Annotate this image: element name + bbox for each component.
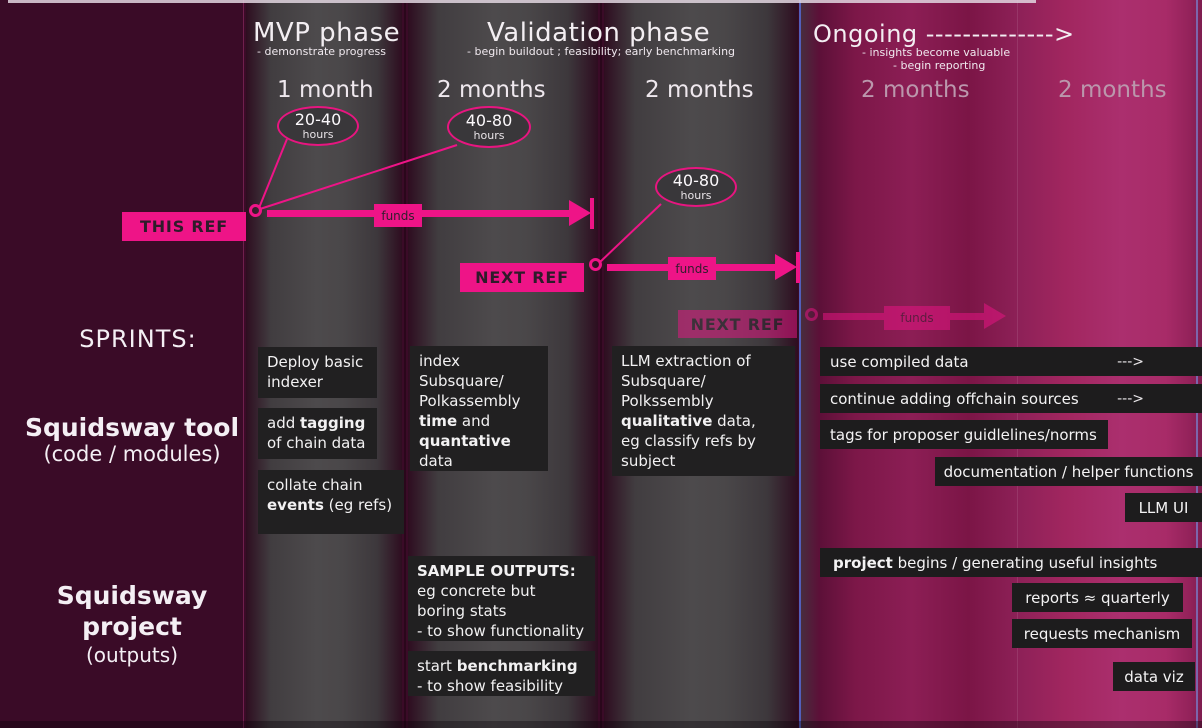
- tool-row-subtitle: (code / modules): [43, 442, 221, 466]
- project-row-title-line1: Squidsway: [56, 581, 208, 610]
- tool-row-title: Squidsway tool: [24, 413, 240, 442]
- bar-llm-ui: LLM UI: [1125, 493, 1202, 522]
- hours-unit: hours: [680, 188, 712, 202]
- next-ref-box: NEXT REF: [460, 263, 584, 292]
- bar-label: LLM UI: [1138, 498, 1189, 517]
- column-divider: [404, 0, 406, 728]
- tool-row-label: Squidsway tool (code / modules): [8, 413, 256, 466]
- funding-origin-node-1: [249, 204, 262, 217]
- column-divider: [799, 0, 801, 728]
- funding-arrow-head-3: [984, 303, 1006, 329]
- funding-origin-node-2: [589, 258, 602, 271]
- hours-range: 20-40: [294, 109, 342, 129]
- bar-project-begins: project begins / generating useful insig…: [820, 548, 1202, 577]
- hours-estimate-oval-3: 40-80 hours: [655, 167, 737, 207]
- phase-subtitle-mvp: - demonstrate progress: [257, 45, 387, 58]
- hours-estimate-oval-1: 20-40 hours: [277, 106, 359, 146]
- bar-label: use compiled data: [830, 352, 969, 371]
- hours-estimate-oval-2: 40-80 hours: [447, 106, 531, 148]
- funding-arrow-end-tick-1: [590, 198, 594, 229]
- continues-arrow: --->: [1117, 353, 1144, 370]
- phase-subtitle-ongoing-2: - begin reporting: [893, 59, 986, 72]
- column-divider: [600, 0, 602, 728]
- funding-origin-node-3: [805, 308, 818, 321]
- funds-label-3: funds: [884, 306, 950, 330]
- bar-label: reports ≈ quarterly: [1025, 588, 1170, 607]
- sprints-row-label: SPRINTS:: [79, 325, 197, 353]
- duration-col-5: 2 months: [1058, 77, 1167, 103]
- phase-title-mvp: MVP phase: [253, 18, 401, 48]
- bar-offchain-sources: continue adding offchain sources --->: [820, 384, 1202, 413]
- bar-label: continue adding offchain sources: [830, 389, 1079, 408]
- duration-col-2: 2 months: [437, 77, 546, 103]
- bar-label: documentation / helper functions: [943, 462, 1194, 481]
- bar-reports-quarterly: reports ≈ quarterly: [1012, 583, 1183, 612]
- bar-documentation-helpers: documentation / helper functions: [935, 457, 1202, 486]
- funding-arrow-end-tick-2: [796, 252, 800, 283]
- project-row-label: Squidsway project (outputs): [8, 580, 256, 667]
- bar-tags-proposer-norms: tags for proposer guidlelines/norms: [820, 420, 1108, 449]
- hours-unit: hours: [302, 127, 334, 141]
- duration-col-1: 1 month: [277, 77, 374, 103]
- funding-arrow-head-2: [775, 254, 797, 280]
- phase-title-validation: Validation phase: [487, 18, 711, 48]
- duration-col-4: 2 months: [861, 77, 970, 103]
- phase-subtitle-validation: - begin buildout ; feasibility; early be…: [467, 45, 736, 58]
- bar-data-viz: data viz: [1113, 662, 1195, 691]
- bar-label: project begins / generating useful insig…: [833, 553, 1158, 572]
- project-row-subtitle: (outputs): [86, 642, 178, 667]
- column-divider: [243, 0, 244, 728]
- project-row-title-line2: project: [82, 612, 182, 642]
- hours-range: 40-80: [672, 170, 720, 190]
- task-start-benchmarking: start benchmarking- to show feasibility: [408, 651, 595, 696]
- duration-col-3: 2 months: [645, 77, 754, 103]
- bar-use-compiled-data: use compiled data --->: [820, 347, 1202, 376]
- phase-title-ongoing: Ongoing -------------->: [813, 20, 1075, 48]
- bottom-edge-shade: [0, 721, 1202, 728]
- funding-arrow-head-1: [569, 200, 591, 226]
- hours-unit: hours: [473, 128, 505, 142]
- bar-requests-mechanism: requests mechanism: [1012, 619, 1192, 648]
- phase-subtitle-ongoing-1: - insights become valuable: [862, 46, 1011, 59]
- bar-label: tags for proposer guidlelines/norms: [830, 425, 1097, 444]
- next-ref-faded-box: NEXT REF: [678, 310, 797, 338]
- this-ref-box: THIS REF: [122, 212, 246, 241]
- bar-label: data viz: [1124, 667, 1184, 686]
- hours-range: 40-80: [465, 110, 513, 130]
- funds-label-2: funds: [668, 257, 716, 280]
- top-edge-strip: [8, 0, 1036, 3]
- continues-arrow: --->: [1117, 390, 1144, 407]
- bar-label: requests mechanism: [1023, 624, 1181, 643]
- funds-label-1: funds: [374, 204, 422, 227]
